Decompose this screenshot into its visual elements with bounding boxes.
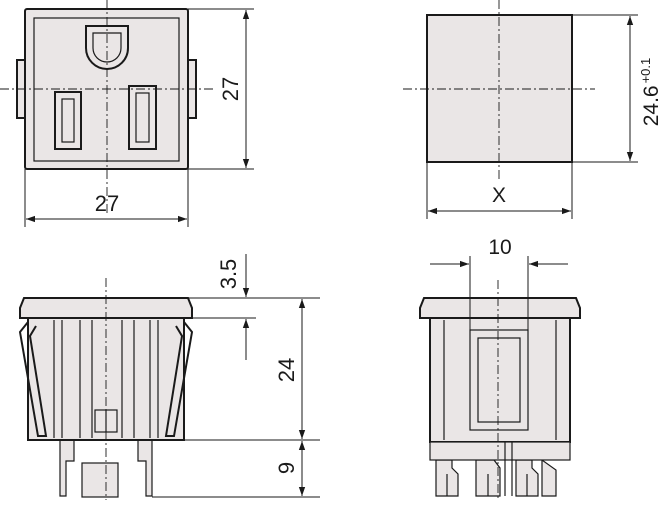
cutout-rect [426, 14, 573, 163]
pin-right [137, 439, 153, 497]
pin-center [81, 462, 119, 498]
front-width-label: 27 [95, 191, 119, 216]
hot-slot [128, 85, 157, 150]
end-window [469, 329, 529, 431]
ground-slot [85, 25, 129, 70]
end-view: 10 [419, 236, 581, 500]
cutout-height-tolerance: +0.1 [638, 58, 653, 84]
front-view: 27 27 [0, 0, 254, 227]
socket-face-inner [33, 17, 180, 162]
end-width-label: 10 [488, 236, 511, 259]
neutral-slot [54, 91, 82, 150]
side-spring-left [18, 321, 48, 437]
end-terminal-4 [541, 458, 557, 497]
side-pin-label: 9 [274, 462, 299, 474]
cutout-height-value: 24.6 [640, 85, 663, 126]
side-view: 3.5 24 9 [18, 254, 320, 500]
end-flange [419, 297, 581, 319]
cutout-height-label: 24.6+0.1 [638, 58, 663, 127]
side-body-label: 24 [274, 358, 299, 382]
side-flange-label: 3.5 [216, 259, 241, 290]
pin-left [59, 439, 75, 497]
cutout-width-label: X [492, 184, 506, 207]
side-spring-right [164, 321, 194, 437]
end-window-inner [477, 337, 521, 423]
end-base [429, 441, 571, 461]
front-height-label: 27 [218, 77, 243, 101]
panel-cutout-view: 24.6+0.1 X [403, 0, 663, 219]
hot-slot-inner [135, 92, 150, 143]
neutral-slot-inner [61, 98, 75, 143]
ground-slot-inner [92, 32, 122, 63]
